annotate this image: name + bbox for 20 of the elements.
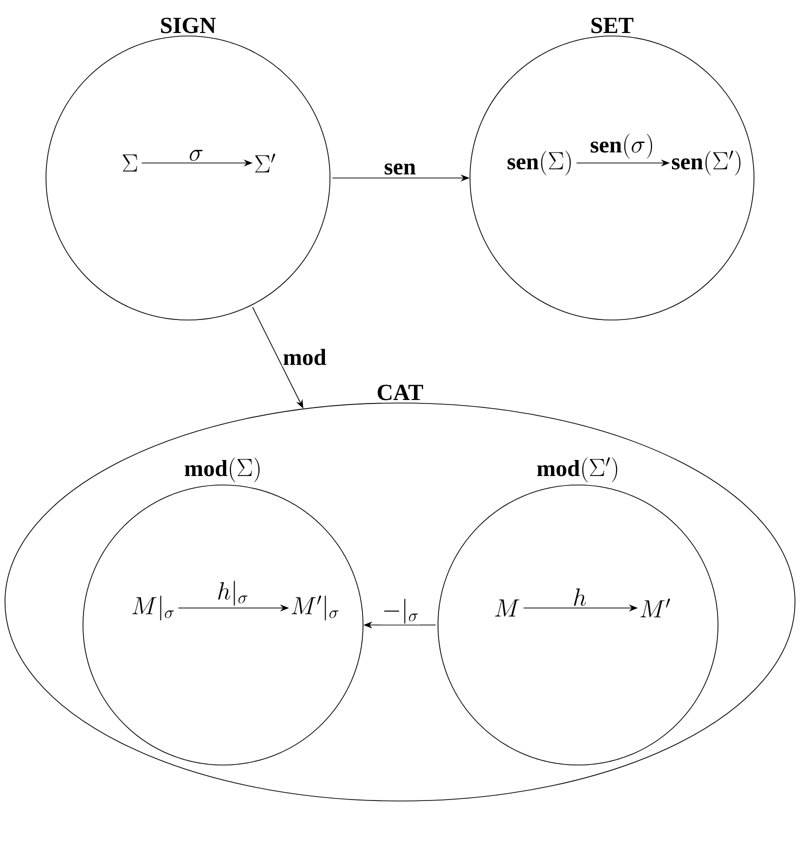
edge-label: $\mathbf{sen}(\sigma)$ (589, 132, 656, 160)
node-label: SET (591, 18, 634, 34)
math-object: $\Sigma'$ (255, 154, 276, 172)
edge-label: $-|_\sigma$ (381, 598, 420, 625)
node-label: SIGN (161, 18, 216, 34)
node-label: $\mathbf{mod}(\Sigma)$ (184, 457, 260, 482)
math-object: $\mathbf{sen}(\Sigma')$ (672, 150, 740, 176)
edge-label: $h$ (572, 587, 588, 607)
edge-label: mod (282, 348, 328, 366)
math-object: $M|_\sigma$ (132, 596, 174, 620)
math-object: $M'|_\sigma$ (292, 596, 338, 620)
edge-label: $h|_\sigma$ (216, 580, 250, 607)
math-object: $M$ (495, 600, 520, 616)
node-label: $\mathbf{mod}(\Sigma')$ (537, 457, 618, 482)
edge-label: $\sigma$ (188, 148, 205, 162)
math-object: $\mathbf{sen}(\Sigma)$ (508, 150, 571, 176)
edge-label: sen (383, 162, 417, 176)
math-object: $\Sigma$ (122, 154, 138, 172)
math-object: $M'$ (640, 598, 670, 618)
node-label: CAT (378, 384, 424, 400)
